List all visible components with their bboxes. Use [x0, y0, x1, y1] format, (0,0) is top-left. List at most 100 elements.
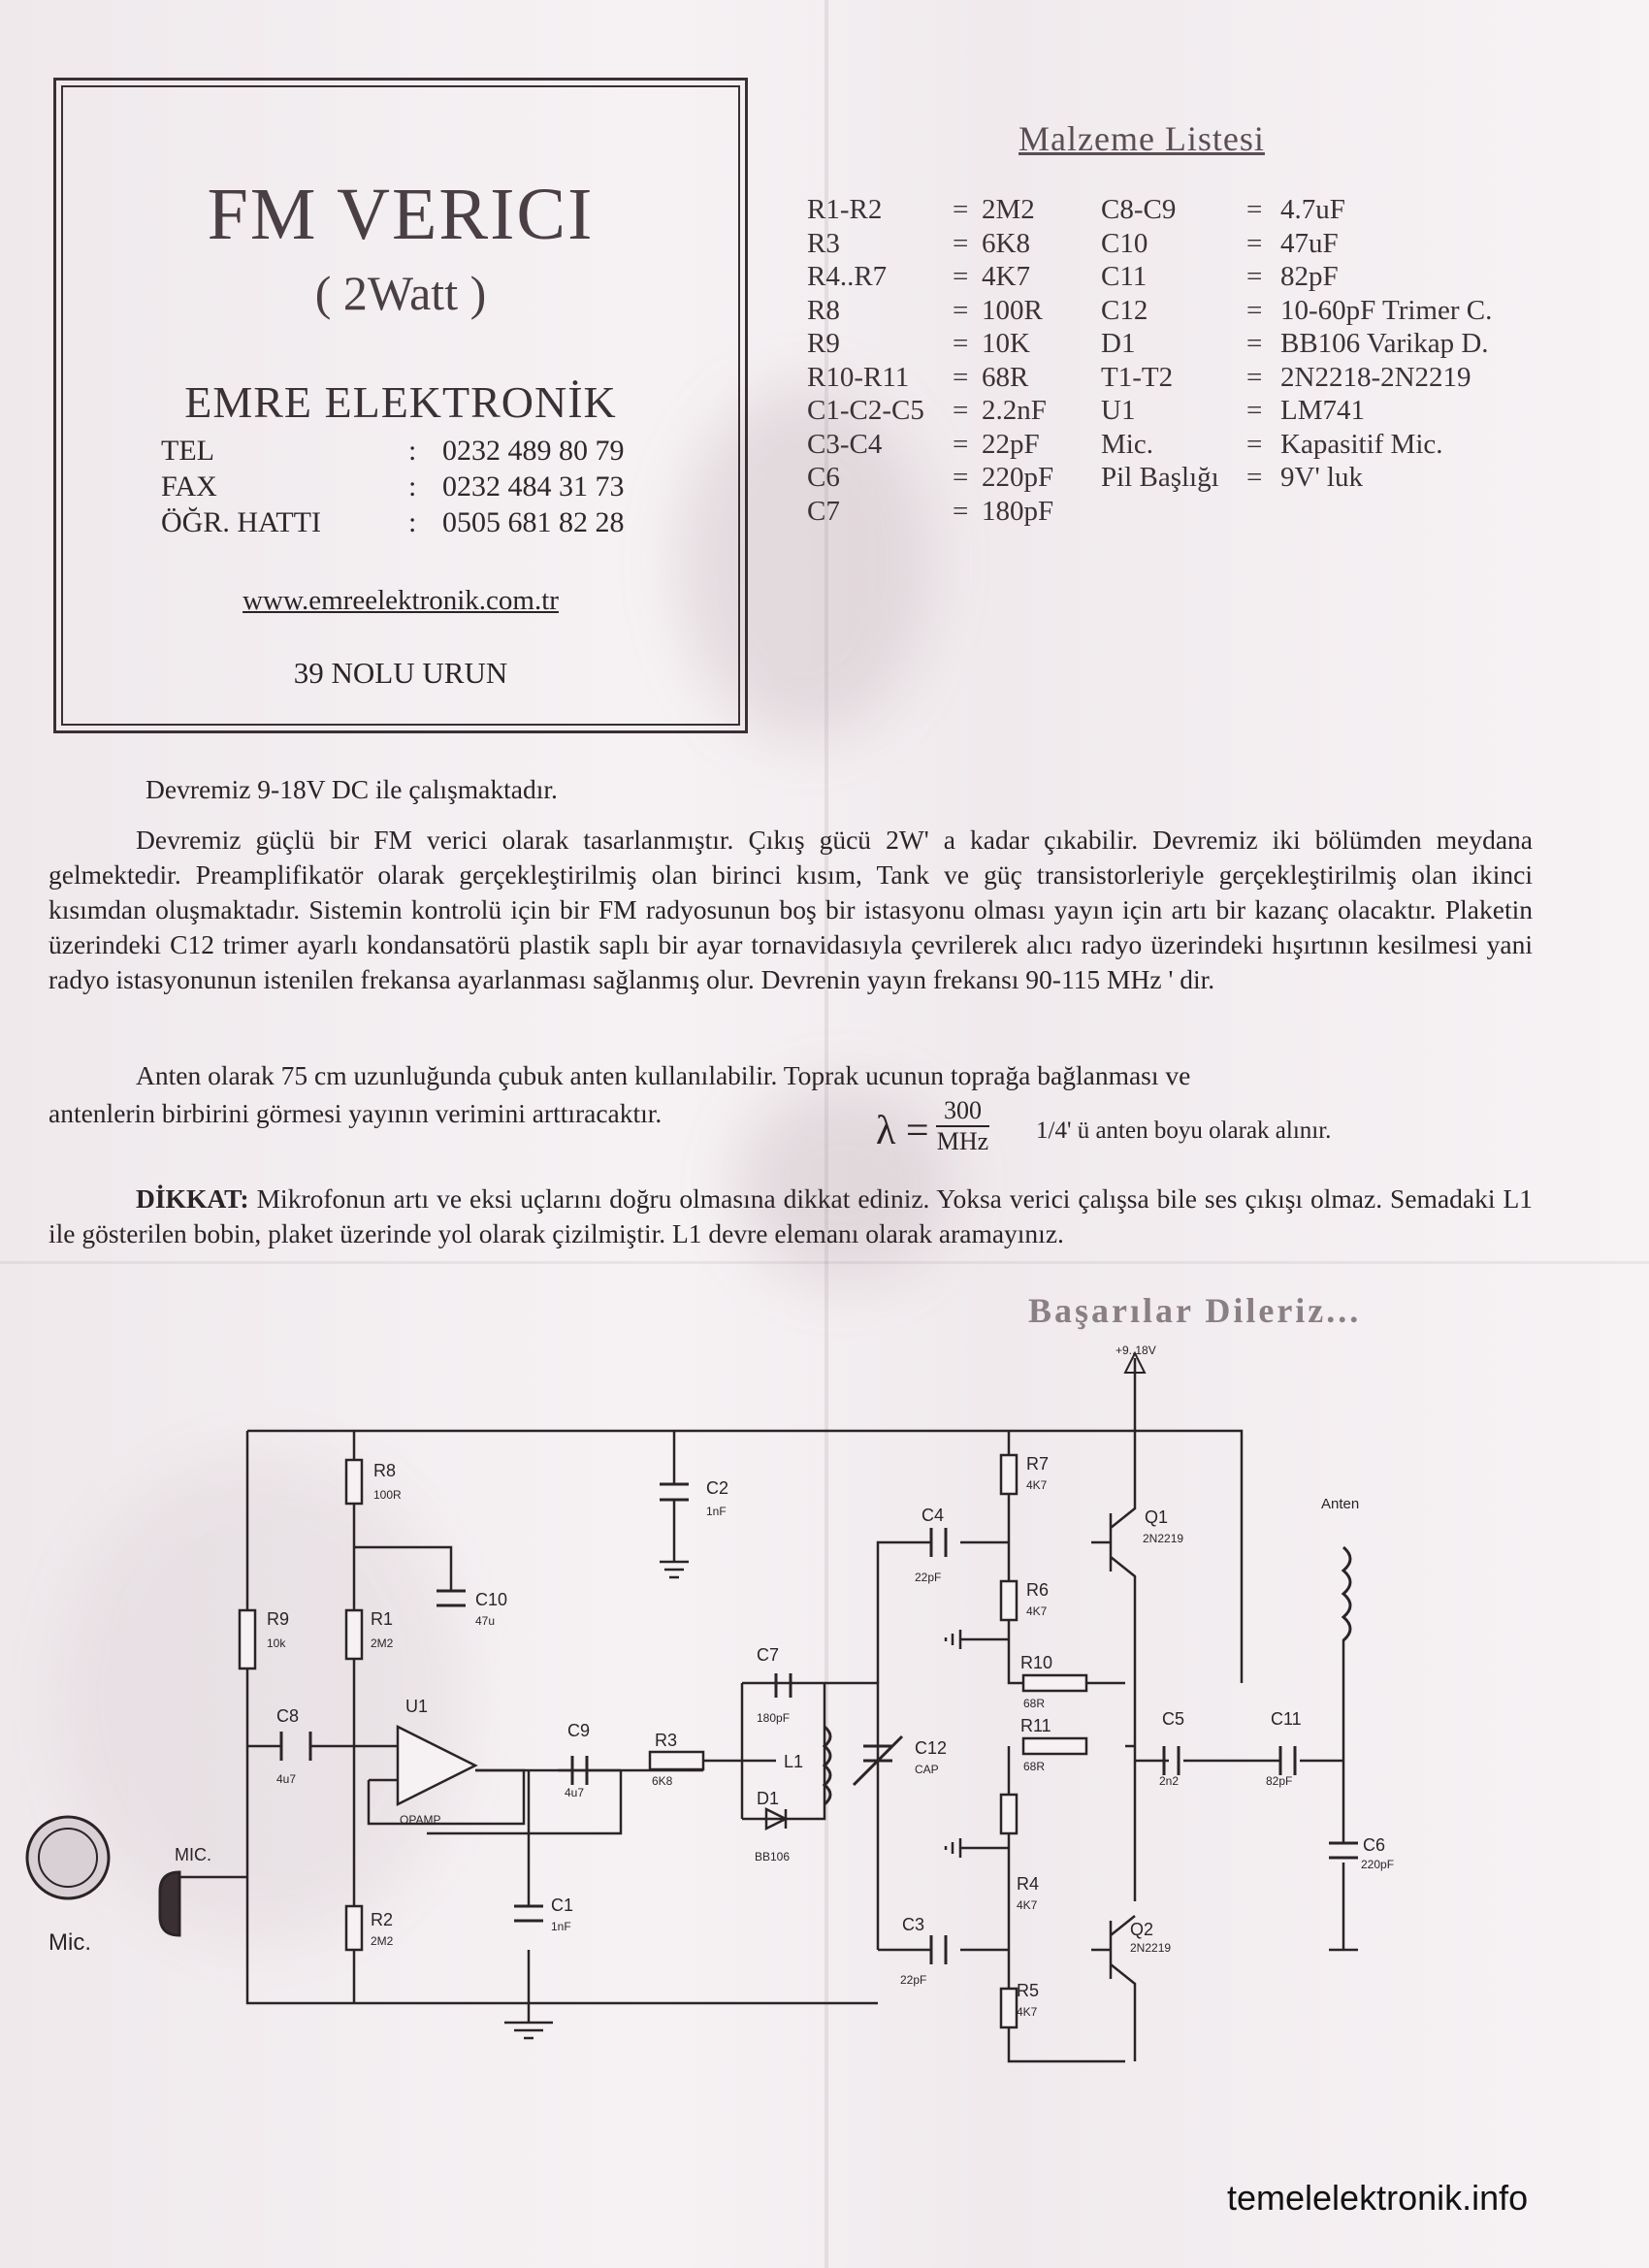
- formula-lambda: λ =: [876, 1109, 929, 1153]
- label-c8: C8: [276, 1706, 299, 1726]
- contact-fax: FAX:0232 484 31 73: [161, 470, 625, 502]
- fold-line: [824, 0, 828, 2268]
- label-c9: C9: [567, 1721, 590, 1740]
- part-value: BB106 Varikap D.: [1280, 328, 1489, 359]
- part-value: Kapasitif Mic.: [1280, 428, 1443, 460]
- value-c9: 4u7: [565, 1786, 584, 1799]
- label-c10: C10: [475, 1590, 507, 1609]
- part-name: Mic.: [1101, 428, 1153, 460]
- value-c5: 2n2: [1159, 1774, 1179, 1788]
- toner-smudge: [679, 388, 931, 737]
- part-value: LM741: [1280, 395, 1365, 426]
- contact-hotline: ÖĞR. HATTI:0505 681 82 28: [161, 506, 625, 538]
- formula-fraction: 300 MHz: [936, 1096, 989, 1155]
- label-r9: R9: [267, 1609, 289, 1629]
- value-c1: 1nF: [551, 1920, 571, 1933]
- part-name: C7: [807, 495, 840, 527]
- part-value: 4.7uF: [1280, 194, 1345, 225]
- parts-list-title: Malzeme Listesi: [1018, 119, 1265, 158]
- part-name: R1-R2: [807, 194, 883, 225]
- label-r2: R2: [371, 1910, 393, 1929]
- part-value: 68R: [982, 361, 1029, 393]
- antenna-note-line2: antenlerin birbirini görmesi yayının ver…: [48, 1098, 663, 1128]
- part-name: C11: [1101, 261, 1148, 292]
- value-c7: 180pF: [757, 1711, 790, 1725]
- part-name: T1-T2: [1101, 361, 1174, 393]
- parts-row: U1=LM741: [1101, 395, 1365, 426]
- part-name: R10-R11: [807, 361, 910, 393]
- part-name: R8: [807, 294, 840, 326]
- product-subtitle: ( 2Watt ): [314, 266, 487, 320]
- part-name: D1: [1101, 328, 1136, 359]
- value-c10: 47u: [475, 1614, 495, 1628]
- parts-row: C1-C2-C5=2.2nF: [807, 395, 1047, 426]
- value-c11: 82pF: [1266, 1774, 1292, 1788]
- part-name: C1-C2-C5: [807, 395, 924, 426]
- label-d1: D1: [757, 1789, 779, 1808]
- company-name: EMRE ELEKTRONİK: [184, 377, 617, 427]
- website-link[interactable]: www.emreelektronik.com.tr: [242, 585, 559, 616]
- parts-row: T1-T2=2N2218-2N2219: [1101, 361, 1471, 393]
- footer-site: temelelektronik.info: [1227, 2178, 1529, 2218]
- contact-tel: TEL:0232 489 80 79: [161, 435, 625, 467]
- value-u1: OPAMP: [400, 1813, 440, 1827]
- label-u1: U1: [405, 1697, 428, 1716]
- label-r3: R3: [655, 1731, 677, 1750]
- closing-greeting: Başarılar Dileriz...: [1028, 1291, 1362, 1330]
- toner-smudge: [58, 1455, 466, 1940]
- parts-row: D1=BB106 Varikap D.: [1101, 328, 1489, 359]
- part-name: Pil Başlığı: [1101, 462, 1219, 493]
- part-value: 4K7: [982, 261, 1030, 292]
- label-c12: C12: [915, 1738, 947, 1758]
- product-title: FM VERICI: [207, 174, 595, 255]
- label-r4: R4: [1017, 1874, 1039, 1894]
- parts-row: C12=10-60pF Trimer C.: [1101, 294, 1493, 326]
- part-value: 6K8: [982, 227, 1030, 259]
- part-name: C10: [1101, 227, 1148, 259]
- value-r1: 2M2: [371, 1636, 394, 1650]
- label-antenna: Anten: [1321, 1496, 1359, 1512]
- value-r9: 10k: [267, 1636, 286, 1650]
- toner-smudge: [737, 1086, 951, 1280]
- label-c7: C7: [757, 1645, 779, 1665]
- parts-row: R4..R7=4K7: [807, 261, 1030, 292]
- value-r4: 4K7: [1017, 1898, 1038, 1912]
- part-name: R4..R7: [807, 261, 888, 292]
- value-r8: 100R: [373, 1488, 402, 1502]
- value-r3: 6K8: [652, 1774, 673, 1788]
- circuit-schematic: +9..18V Anten MIC. Mic. R8 100R R9 10k R…: [25, 1344, 1394, 2063]
- value-c3: 22pF: [900, 1973, 926, 1987]
- label-r5: R5: [1017, 1981, 1039, 2000]
- label-r8: R8: [373, 1461, 396, 1480]
- part-value: 47uF: [1280, 227, 1339, 259]
- label-r6: R6: [1026, 1580, 1049, 1600]
- label-c3: C3: [902, 1915, 924, 1934]
- header-box: FM VERICI ( 2Watt ) EMRE ELEKTRONİK TEL:…: [53, 78, 748, 733]
- label-r1: R1: [371, 1609, 393, 1629]
- part-value: 220pF: [982, 462, 1054, 493]
- parts-row: C10=47uF: [1101, 227, 1339, 259]
- label-supply: +9..18V: [1116, 1344, 1156, 1357]
- label-r7: R7: [1026, 1454, 1049, 1474]
- label-q1: Q1: [1145, 1507, 1168, 1527]
- part-name: C3-C4: [807, 428, 883, 460]
- label-c6: C6: [1363, 1835, 1385, 1855]
- parts-row: R8=100R: [807, 294, 1043, 326]
- parts-row: C8-C9=4.7uF: [1101, 194, 1345, 225]
- value-c12: CAP: [915, 1763, 939, 1776]
- part-value: 180pF: [982, 495, 1054, 527]
- label-c4: C4: [922, 1506, 944, 1525]
- part-value: 2N2218-2N2219: [1280, 361, 1471, 393]
- label-mic-caption: Mic.: [48, 1929, 91, 1956]
- parts-row: Pil Başlığı=9V' luk: [1101, 462, 1363, 493]
- part-value: 2.2nF: [982, 395, 1047, 426]
- part-value: 2M2: [982, 194, 1035, 225]
- value-r6: 4K7: [1026, 1604, 1048, 1618]
- part-name: C8-C9: [1101, 194, 1177, 225]
- formula-note: 1/4' ü anten boyu olarak alınır.: [1036, 1118, 1332, 1144]
- parts-row: Mic.=Kapasitif Mic.: [1101, 428, 1443, 460]
- label-r10: R10: [1020, 1653, 1052, 1672]
- part-value: 9V' luk: [1280, 462, 1363, 493]
- label-mic: MIC.: [175, 1845, 211, 1864]
